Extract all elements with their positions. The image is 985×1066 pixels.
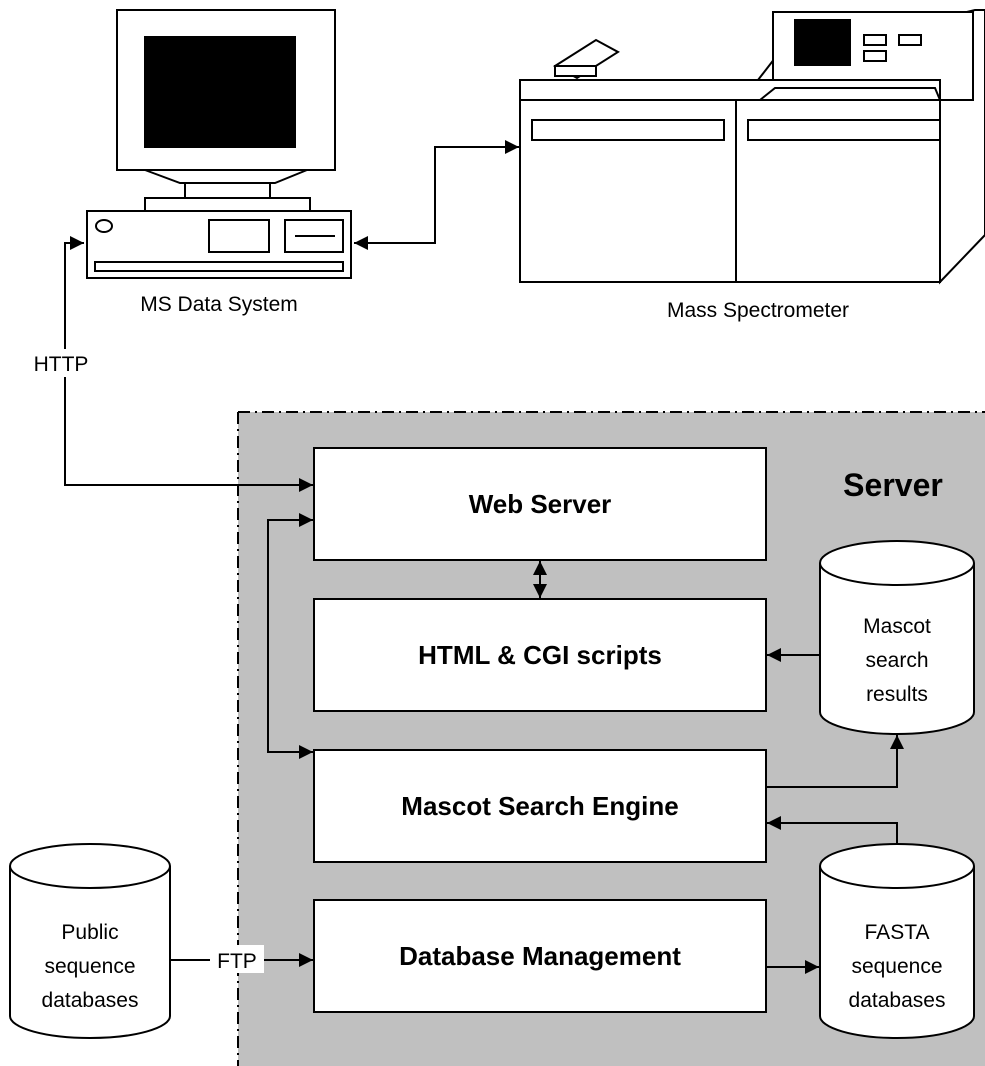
svg-text:HTML & CGI scripts: HTML & CGI scripts xyxy=(418,640,662,670)
svg-text:search: search xyxy=(865,649,928,672)
search-results-cylinder: Mascot search results xyxy=(819,540,975,735)
fasta-databases-cylinder: FASTA sequence databases xyxy=(819,843,975,1039)
fasta-to-engine-arrow xyxy=(767,816,898,844)
svg-text:Mascot: Mascot xyxy=(863,615,931,638)
html-cgi-box: HTML & CGI scripts xyxy=(313,598,767,712)
svg-text:Public: Public xyxy=(61,921,118,944)
spectrometer-link xyxy=(354,140,519,250)
svg-text:databases: databases xyxy=(42,989,139,1012)
mass-spectrometer-icon xyxy=(519,9,985,285)
mass-spectrometer-label: Mass Spectrometer xyxy=(667,299,849,322)
svg-text:Web Server: Web Server xyxy=(469,489,612,519)
ftp-label: FTP xyxy=(217,950,257,973)
web-search-link xyxy=(267,513,313,759)
svg-text:Mascot Search Engine: Mascot Search Engine xyxy=(401,791,678,821)
ms-data-system-icon xyxy=(86,9,352,279)
svg-text:databases: databases xyxy=(849,989,946,1012)
svg-text:sequence: sequence xyxy=(851,955,942,978)
svg-text:sequence: sequence xyxy=(44,955,135,978)
web-server-box: Web Server xyxy=(313,447,767,561)
db-management-box: Database Management xyxy=(313,899,767,1013)
public-databases-cylinder: Public sequence databases xyxy=(9,843,171,1039)
svg-text:FASTA: FASTA xyxy=(865,921,930,944)
svg-text:results: results xyxy=(866,683,928,706)
svg-text:Database Management: Database Management xyxy=(399,941,681,971)
ms-data-system-label: MS Data System xyxy=(140,293,298,316)
engine-to-results-arrow xyxy=(767,735,904,788)
search-engine-box: Mascot Search Engine xyxy=(313,749,767,863)
server-label: Server xyxy=(843,467,943,503)
http-label: HTTP xyxy=(34,353,89,376)
